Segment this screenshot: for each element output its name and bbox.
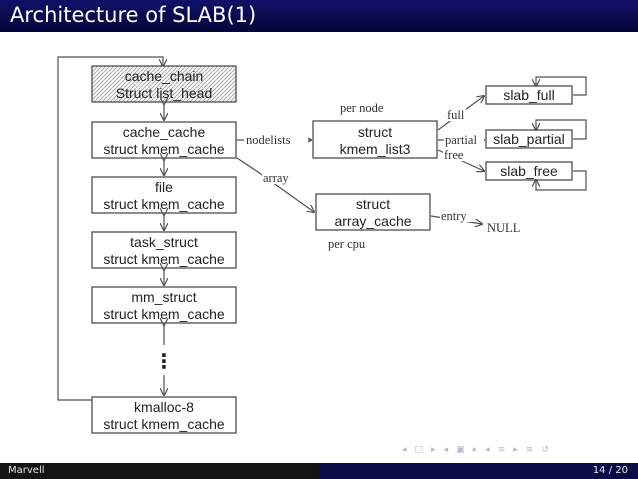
per-cpu-label: per cpu xyxy=(328,237,366,251)
task-struct-label: task_struct xyxy=(130,234,198,250)
kmem-list3-line2: kmem_list3 xyxy=(340,141,411,157)
cache-cache-label: cache_cache xyxy=(123,124,206,140)
nav-subsection-icon[interactable]: ≡ xyxy=(497,445,506,455)
nav-align-icon[interactable]: ≡ xyxy=(525,445,534,455)
title-bar xyxy=(0,0,638,32)
cache-cache-box: cache_cache struct kmem_cache xyxy=(91,121,237,159)
slab-free-label: slab_free xyxy=(500,163,558,179)
mm-struct-label: mm_struct xyxy=(131,289,196,305)
task-struct-cache-box: task_struct struct kmem_cache xyxy=(91,231,237,269)
nav-frame-icon[interactable]: □ xyxy=(414,445,424,455)
nav-prev-subsection-icon[interactable]: ◂ xyxy=(485,445,490,455)
slab-full-label: slab_full xyxy=(503,87,554,103)
kmem-list3-box: struct kmem_list3 xyxy=(312,120,438,159)
nav-section-icon[interactable]: ▣ xyxy=(456,445,465,455)
array-arrow xyxy=(236,157,314,212)
file-cache-type: struct kmem_cache xyxy=(103,196,225,212)
entry-label: entry xyxy=(441,209,467,223)
beamer-nav-bar: ◂ □ ▸ ◂ ▣ ▸ ◂ ≡ ▸ ≡ ↺ xyxy=(402,444,549,456)
nav-next-section-icon[interactable]: ▸ xyxy=(472,445,478,455)
kmalloc-8-type: struct kmem_cache xyxy=(103,416,225,432)
footer-right-band xyxy=(319,463,638,479)
kmalloc-8-cache-box: kmalloc-8 struct kmem_cache xyxy=(91,396,237,434)
chain-loop-line xyxy=(57,56,163,401)
partial-label: partial xyxy=(445,133,477,147)
array-cache-line1: struct xyxy=(356,196,390,212)
slab-partial-box: slab_partial xyxy=(485,129,573,149)
mm-struct-type: struct kmem_cache xyxy=(103,306,225,322)
mm-struct-cache-box: mm_struct struct kmem_cache xyxy=(91,286,237,324)
slab-free-box: slab_free xyxy=(485,161,573,181)
kmalloc-8-label: kmalloc-8 xyxy=(134,399,194,415)
free-label: free xyxy=(444,148,464,162)
cache-chain-head-box: cache_chain Struct list_head xyxy=(91,65,237,103)
chain-ellipsis: ⋮ xyxy=(154,349,174,373)
array-cache-line2: array_cache xyxy=(334,213,411,229)
full-label: full xyxy=(447,108,465,122)
nav-next-subsection-icon[interactable]: ▸ xyxy=(513,445,518,455)
kmem-list3-line1: struct xyxy=(358,124,392,140)
cache-cache-type: struct kmem_cache xyxy=(103,141,225,157)
per-node-label: per node xyxy=(340,101,384,115)
file-cache-label: file xyxy=(155,179,173,195)
array-label: array xyxy=(263,171,289,185)
nav-prev-section-icon[interactable]: ◂ xyxy=(443,445,449,455)
footer-page-number: 14 / 20 xyxy=(592,465,628,476)
array-cache-box: struct array_cache xyxy=(315,193,431,231)
slab-partial-label: slab_partial xyxy=(493,131,565,147)
nav-prev-frame-icon[interactable]: ◂ xyxy=(402,445,407,455)
cache-chain-type: Struct list_head xyxy=(116,85,213,101)
task-struct-type: struct kmem_cache xyxy=(103,251,225,267)
nav-search-icon[interactable]: ↺ xyxy=(541,445,549,455)
slab-self-loops xyxy=(536,76,587,191)
file-cache-box: file struct kmem_cache xyxy=(91,176,237,214)
footer-author: Marvell xyxy=(8,465,45,476)
nav-next-frame-icon[interactable]: ▸ xyxy=(431,445,436,455)
footer-left-band xyxy=(0,463,319,479)
slide-title: Architecture of SLAB(1) xyxy=(10,3,257,27)
slab-full-box: slab_full xyxy=(485,85,573,105)
cache-chain-label: cache_chain xyxy=(125,68,204,84)
nodelists-label: nodelists xyxy=(246,133,291,147)
null-label: NULL xyxy=(487,221,520,235)
